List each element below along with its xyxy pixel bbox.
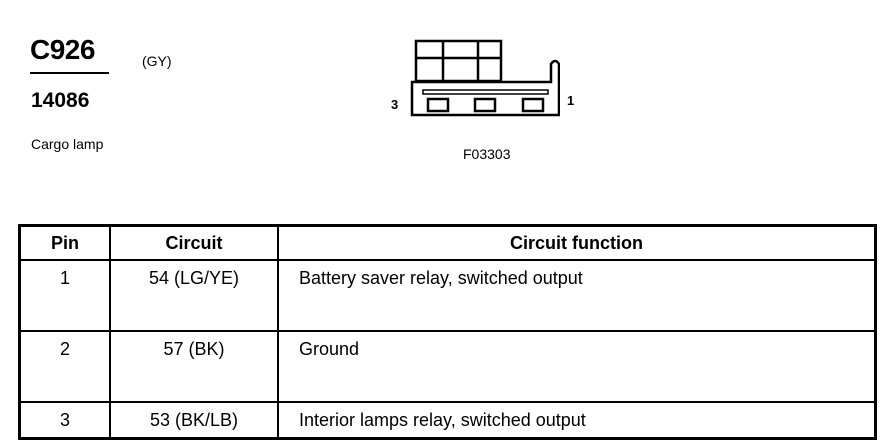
- pin-label-right: 1: [567, 93, 575, 108]
- part-number: 14086: [31, 89, 90, 112]
- pin-cavity-2: [473, 97, 497, 113]
- cell-circuit: 54 (LG/YE): [109, 259, 279, 332]
- connector-rail: [422, 89, 549, 95]
- figure-id: F03303: [463, 146, 511, 162]
- cell-function: Ground: [277, 330, 877, 403]
- header-circuit-function: Circuit function: [277, 224, 877, 261]
- table-row: 2 57 (BK) Ground: [18, 330, 877, 403]
- pin-label-left: 3: [391, 97, 399, 112]
- pin-cavity-3: [426, 97, 450, 113]
- connector-face-diagram: [410, 39, 560, 117]
- header-circuit: Circuit: [109, 224, 279, 261]
- cell-function: Battery saver relay, switched output: [277, 259, 877, 332]
- connector-color: (GY): [142, 53, 172, 69]
- cell-circuit: 57 (BK): [109, 330, 279, 403]
- table-header-row: Pin Circuit Circuit function: [18, 224, 877, 261]
- connector-description: Cargo lamp: [31, 136, 104, 152]
- connector-id-underline: [30, 72, 109, 74]
- cell-pin: 1: [18, 259, 111, 332]
- connector-latch: [414, 39, 503, 83]
- cell-pin: 3: [18, 401, 111, 440]
- connector-id: C926: [30, 34, 95, 65]
- cell-circuit: 53 (BK/LB): [109, 401, 279, 440]
- cell-function: Interior lamps relay, switched output: [277, 401, 877, 440]
- table-row: 3 53 (BK/LB) Interior lamps relay, switc…: [18, 401, 877, 440]
- pin-cavity-1: [521, 97, 545, 113]
- table-row: 1 54 (LG/YE) Battery saver relay, switch…: [18, 259, 877, 332]
- pinout-table: Pin Circuit Circuit function 1 54 (LG/YE…: [18, 224, 877, 440]
- cell-pin: 2: [18, 330, 111, 403]
- connector-body: [410, 59, 560, 117]
- header-pin: Pin: [18, 224, 111, 261]
